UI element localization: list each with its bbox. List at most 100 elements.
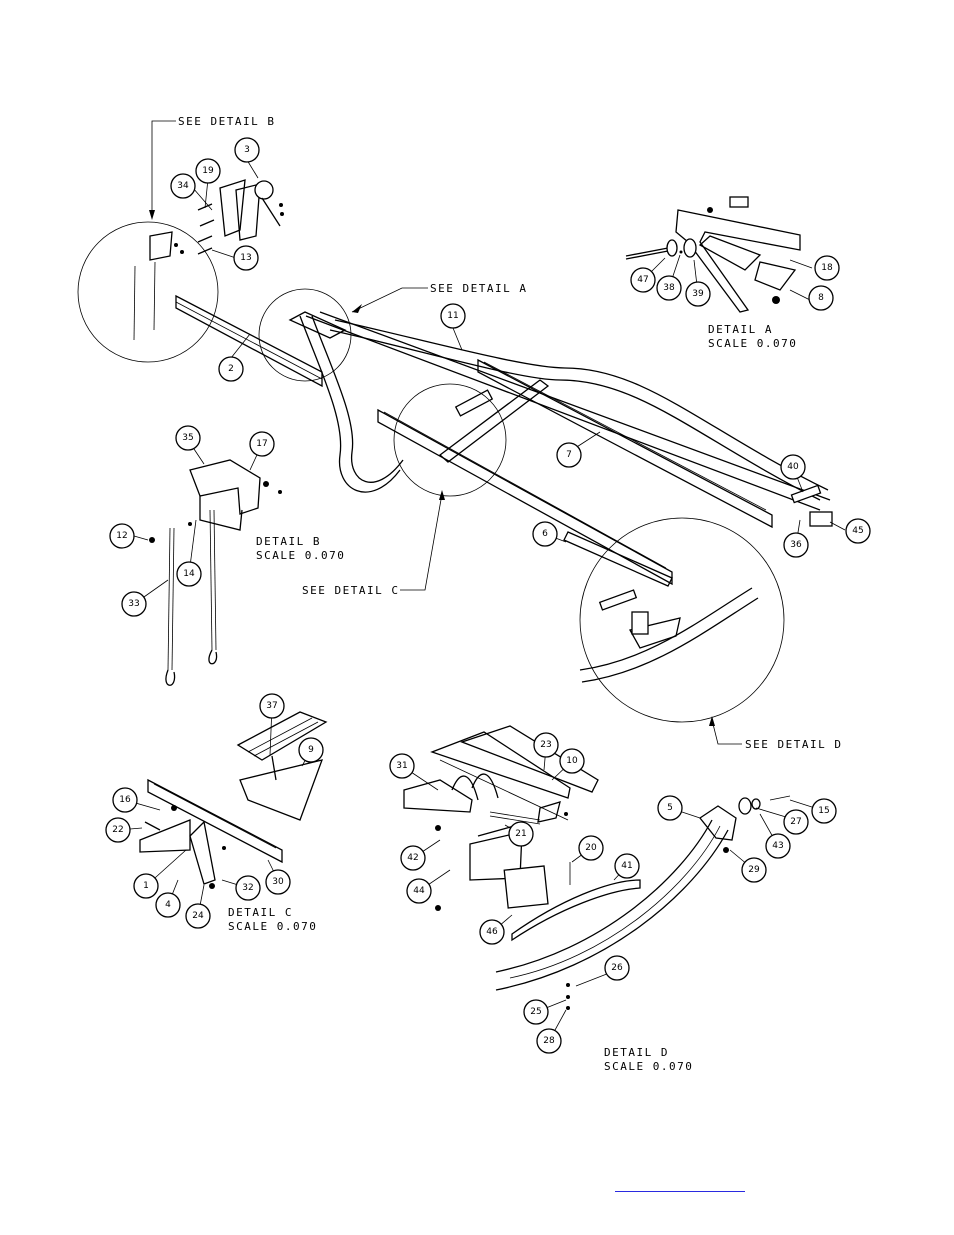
balloon-5: 5 [657,795,683,821]
svg-text:31: 31 [396,761,407,771]
svg-text:44: 44 [413,886,425,896]
svg-text:33: 33 [128,599,139,609]
detail-b-top-parts [197,179,284,255]
balloon-18: 18 [814,255,840,281]
balloon-44: 44 [406,878,432,904]
balloon-25: 25 [523,999,549,1025]
balloon-15: 15 [811,798,837,824]
svg-text:13: 13 [240,253,251,263]
detail-b-title: DETAIL B [256,535,321,548]
detail-c-circle [393,383,507,497]
svg-text:46: 46 [486,927,498,937]
balloon-43: 43 [765,833,791,859]
svg-text:47: 47 [637,275,648,285]
svg-text:45: 45 [852,526,863,536]
detail-c-drawing [139,711,328,889]
svg-text:40: 40 [787,462,799,472]
callout-see-detail-a: SEE DETAIL A [430,282,527,295]
balloon-21: 21 [508,821,534,847]
svg-text:34: 34 [177,181,189,191]
svg-text:6: 6 [542,529,548,539]
detail-a-scale: SCALE 0.070 [708,337,797,350]
balloon-37: 37 [259,693,285,719]
svg-text:5: 5 [667,803,673,813]
svg-text:28: 28 [543,1036,555,1046]
detail-a-drawing [625,196,801,313]
balloon-40: 40 [780,454,806,480]
balloon-9: 9 [298,737,324,763]
detail-a-title: DETAIL A [708,323,773,336]
detail-d-left-drawing [403,725,641,942]
svg-text:35: 35 [182,433,193,443]
svg-text:30: 30 [272,877,284,887]
svg-text:7: 7 [566,450,572,460]
svg-text:29: 29 [748,865,760,875]
balloon-27: 27 [783,809,809,835]
balloon-22: 22 [105,817,131,843]
svg-text:43: 43 [772,841,783,851]
balloon-31: 31 [389,753,415,779]
svg-text:10: 10 [566,756,578,766]
detail-d-title: DETAIL D [604,1046,669,1059]
balloon-1: 1 [133,873,159,899]
svg-text:26: 26 [611,963,623,973]
balloon-13: 13 [233,245,259,271]
detail-b-circle [77,221,219,363]
svg-text:22: 22 [112,825,123,835]
balloon-41: 41 [614,853,640,879]
balloon-29: 29 [741,857,767,883]
detail-d-circle [579,517,785,723]
balloon-16: 16 [112,787,138,813]
detail-b-scale: SCALE 0.070 [256,549,345,562]
detail-d-region [579,587,759,683]
balloon-6: 6 [532,521,558,547]
balloon-35: 35 [175,425,201,451]
callout-see-detail-b: SEE DETAIL B [178,115,275,128]
svg-text:14: 14 [183,569,195,579]
detail-b-inset [133,231,184,341]
balloon-4: 4 [155,892,181,918]
detail-d-right-drawing [495,795,791,1010]
svg-text:42: 42 [407,853,418,863]
balloon-33: 33 [121,591,147,617]
svg-text:12: 12 [116,531,127,541]
balloon-20: 20 [578,835,604,861]
balloon-7: 7 [556,442,582,468]
svg-text:21: 21 [515,829,526,839]
balloon-10: 10 [559,748,585,774]
svg-text:11: 11 [447,311,458,321]
svg-text:16: 16 [119,795,131,805]
svg-text:27: 27 [790,817,801,827]
balloon-36: 36 [783,532,809,558]
balloon-28: 28 [536,1028,562,1054]
svg-text:1: 1 [143,881,149,891]
svg-text:37: 37 [266,701,277,711]
svg-text:4: 4 [165,900,171,910]
svg-text:32: 32 [242,883,253,893]
detail-d-scale: SCALE 0.070 [604,1060,693,1073]
balloon-2: 2 [218,356,244,382]
balloon-38: 38 [656,275,682,301]
balloon-45: 45 [845,518,871,544]
svg-text:38: 38 [663,283,675,293]
svg-text:41: 41 [621,861,632,871]
balloon-30: 30 [265,869,291,895]
balloon-14: 14 [176,561,202,587]
detail-b-drawing [149,459,282,686]
balloon-34: 34 [170,173,196,199]
svg-text:25: 25 [530,1007,541,1017]
svg-text:24: 24 [192,911,204,921]
balloon-19: 19 [195,158,221,184]
balloon-24: 24 [185,903,211,929]
balloon-11: 11 [440,303,466,329]
svg-text:36: 36 [790,540,802,550]
balloon-17: 17 [249,431,275,457]
svg-text:17: 17 [256,439,267,449]
balloon-32: 32 [235,875,261,901]
svg-text:15: 15 [818,806,829,816]
hyperlink-underline[interactable] [615,1191,745,1192]
detail-c-title: DETAIL C [228,906,293,919]
svg-text:39: 39 [692,289,704,299]
balloon-47: 47 [630,267,656,293]
